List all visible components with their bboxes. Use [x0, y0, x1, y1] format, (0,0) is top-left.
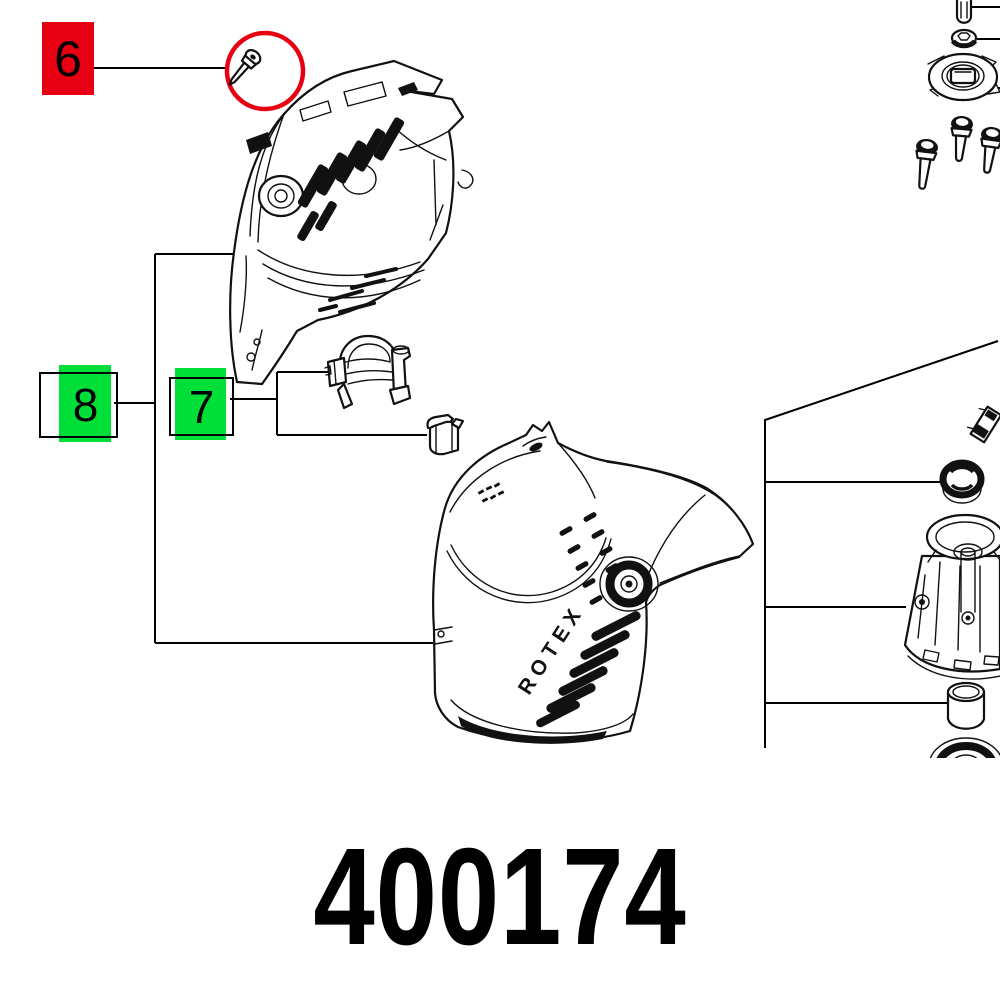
- callout-7-label: 7: [188, 380, 215, 433]
- callout-7[interactable]: 7: [169, 377, 234, 436]
- right-exploded-column: [903, 0, 1000, 758]
- screw-b-drawing: [950, 115, 973, 162]
- mid-vent-slots: [559, 512, 619, 605]
- ball-bearing-drawing: [939, 459, 985, 504]
- connector-lines: [94, 6, 1000, 748]
- upper-housing-drawing: [229, 59, 474, 386]
- screw-pin-drawing: [955, 0, 973, 24]
- gear-housing-drawing: [903, 513, 1000, 680]
- spring-clip-drawing: [966, 405, 1000, 444]
- hex-nut-drawing: [950, 28, 978, 49]
- callout-8-highlight: [59, 365, 111, 442]
- lower-grille: [536, 611, 641, 728]
- main-body-drawing: ROTEX: [432, 420, 755, 744]
- spindle-bearing: [599, 556, 659, 612]
- bearing-ring-partial-drawing: [929, 737, 1000, 758]
- clamp-drawing: [324, 334, 412, 410]
- grip-dots: [477, 482, 505, 503]
- screw-callout-highlight[interactable]: [224, 30, 306, 112]
- screw-a-drawing: [915, 138, 938, 190]
- screw-icon: [228, 49, 262, 86]
- clip-drawing: [426, 413, 465, 456]
- part-number-label: 400174: [313, 820, 687, 974]
- callout-6-label: 6: [54, 30, 82, 87]
- callout-6[interactable]: 6: [42, 22, 94, 95]
- vent-grille: [297, 117, 405, 242]
- screw-c-drawing: [980, 126, 1000, 174]
- sleeve-drawing: [946, 681, 986, 730]
- callout-8[interactable]: 8: [39, 372, 118, 438]
- callout-7-highlight: [175, 368, 226, 440]
- flange-disc-drawing: [927, 52, 1000, 102]
- callout-8-label: 8: [72, 379, 99, 431]
